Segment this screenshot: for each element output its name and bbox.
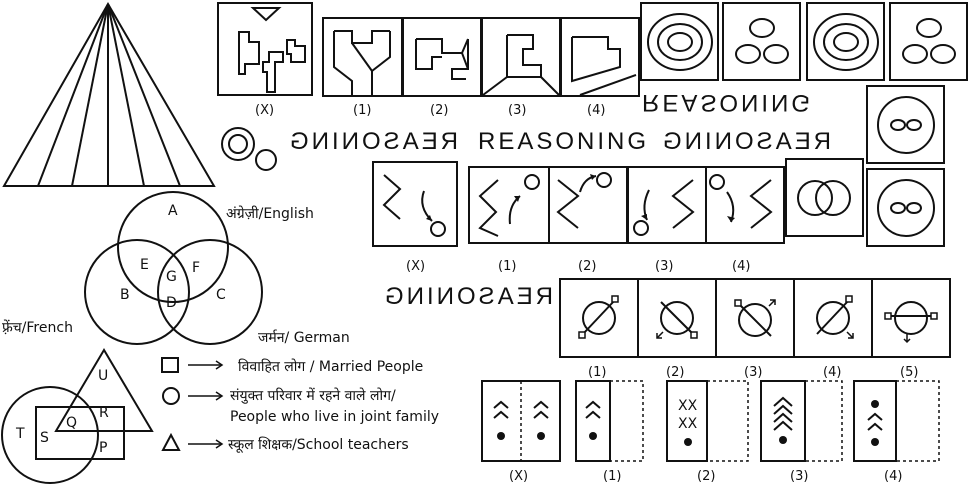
label-row1-x: (X) xyxy=(255,103,275,118)
figure-row2-2 xyxy=(548,166,628,244)
figure-row3-2 xyxy=(637,278,717,358)
label-row3-5: (5) xyxy=(900,365,919,380)
venn-region-t: T xyxy=(16,426,25,442)
venn-region-b: B xyxy=(120,287,130,303)
figure-row4-x xyxy=(481,380,561,462)
label-row4-1: (1) xyxy=(603,469,622,484)
venn-region-u: U xyxy=(98,368,109,384)
svg-text:XX: XX xyxy=(678,398,698,414)
set-label-english: अंग्रेज़ी/English xyxy=(226,206,314,222)
venn-region-g: G xyxy=(166,269,177,285)
figure-row1-x xyxy=(217,2,313,96)
svg-text:XX: XX xyxy=(678,416,698,432)
reasoning-upside-down: REASONING xyxy=(642,89,814,116)
figure-row2-x xyxy=(372,161,458,247)
label-row3-2: (2) xyxy=(666,365,685,380)
label-row4-x: (X) xyxy=(509,469,529,484)
reasoning-mirrored-right: REASONING xyxy=(660,128,832,155)
venn-three-languages xyxy=(84,191,263,345)
venn-region-a: A xyxy=(168,203,178,219)
figure-row3-1 xyxy=(559,278,639,358)
circle-box-2 xyxy=(722,2,801,81)
venn-region-p: P xyxy=(99,440,108,456)
reasoning-bottom-mirrored: REASONING xyxy=(382,283,554,310)
overlap-circles-box xyxy=(785,158,864,237)
figure-row4-3 xyxy=(760,380,843,462)
figure-row3-5 xyxy=(871,278,951,358)
label-row2-2: (2) xyxy=(578,259,597,274)
legend-symbols xyxy=(161,357,224,451)
label-row1-4: (4) xyxy=(587,103,606,118)
figure-row3-3 xyxy=(715,278,795,358)
label-row4-2: (2) xyxy=(697,469,716,484)
figure-row4-1 xyxy=(575,380,644,462)
legend-joint-family-english: People who live in joint family xyxy=(230,409,440,425)
set-label-french: फ़्रेंच/French xyxy=(2,320,73,336)
label-row2-4: (4) xyxy=(732,259,751,274)
circle-box-1 xyxy=(640,2,719,81)
venn-region-e: E xyxy=(140,257,149,273)
face-box-top xyxy=(866,85,945,164)
venn-region-r: R xyxy=(99,405,109,421)
label-row4-3: (3) xyxy=(790,469,809,484)
figure-row2-1 xyxy=(468,166,550,244)
label-row2-1: (1) xyxy=(498,259,517,274)
label-row1-3: (3) xyxy=(508,103,527,118)
venn-shapes xyxy=(1,348,154,484)
circle-box-3 xyxy=(806,2,885,81)
legend-school-teachers: स्कूल शिक्षक/School teachers xyxy=(228,437,409,453)
label-row3-4: (4) xyxy=(823,365,842,380)
venn-region-s: S xyxy=(40,430,49,446)
label-row1-2: (2) xyxy=(430,103,449,118)
reasoning-mirrored-left: REASONING xyxy=(287,128,459,155)
figure-row4-2: XX XX xyxy=(666,380,749,462)
figure-row3-4 xyxy=(793,278,873,358)
venn-region-q: Q xyxy=(66,415,78,431)
label-row3-1: (1) xyxy=(588,365,607,380)
label-row1-1: (1) xyxy=(353,103,372,118)
small-circles xyxy=(221,127,277,171)
figure-row1-1 xyxy=(322,17,403,97)
legend-joint-family-hindi: संयुक्त परिवार में रहने वाले लोग/ xyxy=(230,388,396,404)
venn-region-c: C xyxy=(216,287,226,303)
label-row2-x: (X) xyxy=(406,259,426,274)
figure-row4-4 xyxy=(853,380,940,462)
label-row4-4: (4) xyxy=(884,469,903,484)
venn-region-d: D xyxy=(166,295,177,311)
set-label-german: जर्मन/ German xyxy=(258,330,350,346)
legend-married-people: विवाहित लोग / Married People xyxy=(238,359,424,375)
venn-region-f: F xyxy=(192,260,201,276)
figure-row1-3 xyxy=(481,17,561,97)
circle-box-4 xyxy=(889,2,968,81)
label-row3-3: (3) xyxy=(744,365,763,380)
label-row2-3: (3) xyxy=(655,259,674,274)
figure-row1-2 xyxy=(402,17,482,97)
figure-row2-4 xyxy=(705,166,785,244)
figure-row1-4 xyxy=(560,17,640,97)
reasoning-normal: REASONING xyxy=(478,128,650,155)
face-box-bottom xyxy=(866,168,945,247)
triangle-division-figure xyxy=(2,1,216,187)
figure-row2-3 xyxy=(627,166,707,244)
